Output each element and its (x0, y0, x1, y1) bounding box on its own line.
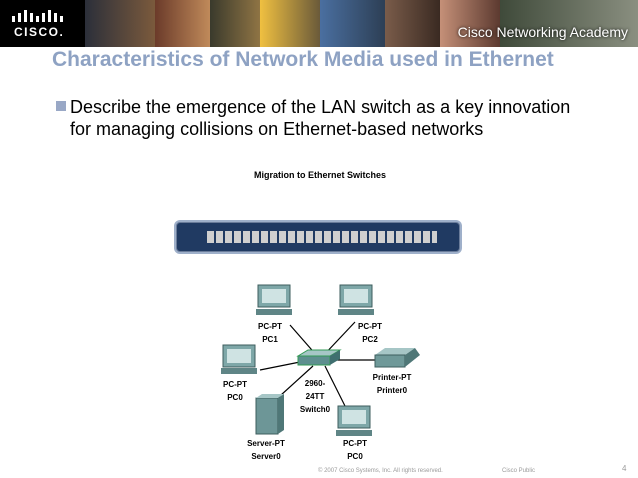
printer-icon (374, 348, 420, 368)
link-pc0-bottom (324, 365, 348, 411)
classification-text: Cisco Public (502, 468, 536, 474)
switch-front-panel (176, 222, 460, 252)
bullet-square-icon (56, 101, 66, 111)
copyright-text: © 2007 Cisco Systems, Inc. All rights re… (318, 468, 443, 474)
switch-icon (296, 349, 342, 366)
server-icon (255, 394, 284, 435)
page-number: 4 (622, 464, 627, 473)
switch-ports (207, 231, 437, 243)
header-photo-strip (85, 0, 638, 47)
slide-title: Characteristics of Network Media used in… (52, 48, 554, 71)
academy-label: Cisco Networking Academy (457, 24, 628, 40)
pc1-icon (256, 284, 292, 315)
cisco-logo: CISCO. (0, 0, 85, 47)
header-banner: CISCO. Cisco Networking Academy (0, 0, 638, 47)
figure-title: Migration to Ethernet Switches (253, 170, 386, 180)
bullet-text: Describe the emergence of the LAN switch… (70, 97, 571, 139)
brand-text: CISCO. (14, 25, 65, 39)
pc0-bottom-icon (336, 405, 372, 436)
pc2-icon (338, 284, 374, 315)
pc0-left-icon (221, 344, 257, 374)
